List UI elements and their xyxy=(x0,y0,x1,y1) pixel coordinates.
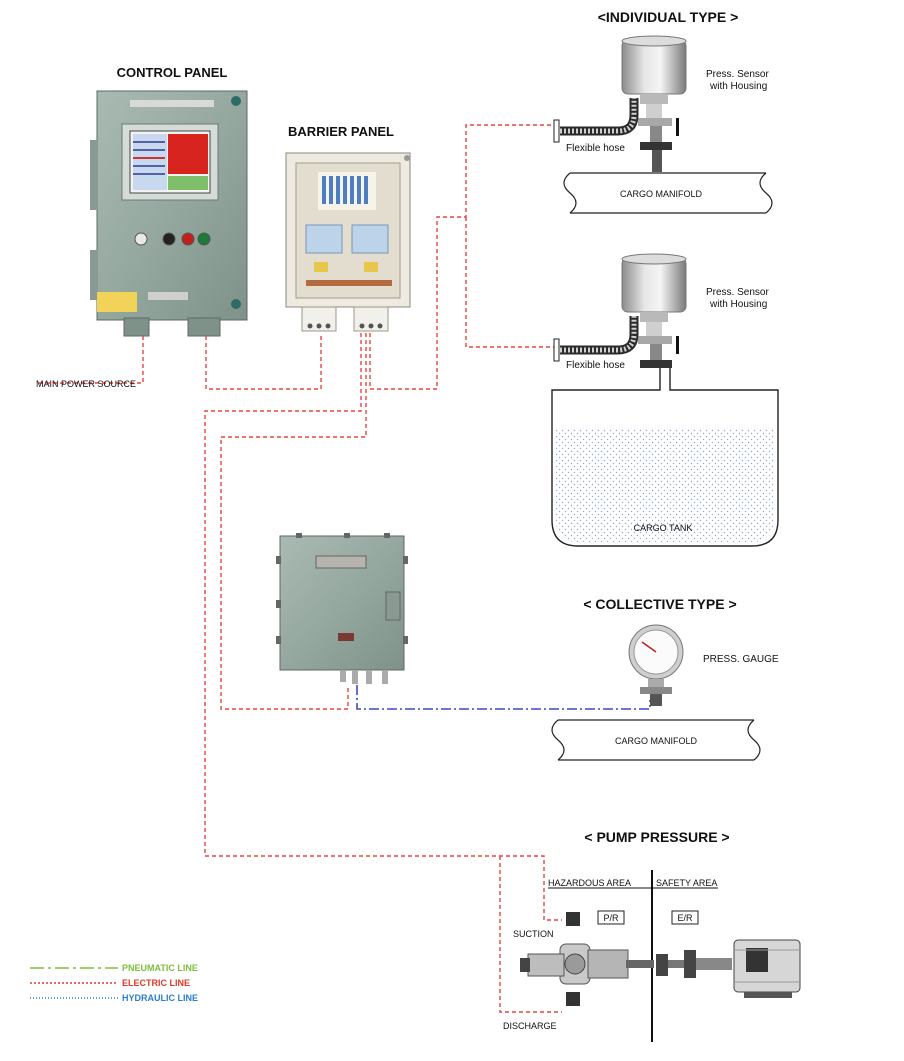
hazardous-area-label: HAZARDOUS AREA xyxy=(548,878,631,888)
discharge-label: DISCHARGE xyxy=(503,1021,557,1031)
cargo-tank xyxy=(551,368,779,547)
suction-transmitter xyxy=(566,912,580,926)
er-label: E/R xyxy=(677,913,693,923)
button-black xyxy=(162,232,176,246)
sensor-2-label-line2: with Housing xyxy=(709,299,767,310)
pr-label: P/R xyxy=(603,913,619,923)
flexible-hose-2-label: Flexible hose xyxy=(566,360,625,371)
discharge-transmitter xyxy=(566,992,580,1006)
safety-area-label: SAFETY AREA xyxy=(656,878,717,888)
indicator-lamp-top xyxy=(231,96,241,106)
pressure-sensor-2 xyxy=(621,253,687,368)
control-panel-enclosure xyxy=(90,90,248,337)
sensor-1-label-line2: with Housing xyxy=(709,81,767,92)
hose-flange-1 xyxy=(553,119,560,143)
flexible-hose-2 xyxy=(560,316,639,355)
legend-hydraulic-label: HYDRAULIC LINE xyxy=(122,993,198,1003)
flexible-hose-1-label: Flexible hose xyxy=(566,143,625,154)
barrier-panel-enclosure xyxy=(285,152,411,332)
screen-red-block xyxy=(168,134,208,174)
collective-type-title: < COLLECTIVE TYPE > xyxy=(583,596,736,612)
pressure-gauge-label: PRESS. GAUGE xyxy=(703,654,779,665)
legend-electric-label: ELECTRIC LINE xyxy=(122,978,190,988)
electric-lines xyxy=(36,124,562,1013)
pressure-gauge xyxy=(628,624,684,706)
cargo-manifold-2 xyxy=(551,719,761,761)
pump-pressure-title: < PUMP PRESSURE > xyxy=(584,829,729,845)
cargo-manifold-1 xyxy=(563,172,773,214)
junction-box xyxy=(276,533,408,684)
sensor-1-label-line1: Press. Sensor xyxy=(706,69,769,80)
sensor-2-label-line1: Press. Sensor xyxy=(706,287,769,298)
cargo-manifold-1-label: CARGO MANIFOLD xyxy=(620,189,703,199)
flexible-hose-1 xyxy=(560,98,639,136)
main-power-source-label: MAIN POWER SOURCE xyxy=(36,379,136,389)
button-white xyxy=(134,232,148,246)
pr-box xyxy=(597,910,625,925)
hydraulic-line xyxy=(356,685,651,710)
individual-type-title: <INDIVIDUAL TYPE > xyxy=(598,9,739,25)
control-panel-title: CONTROL PANEL xyxy=(117,65,228,80)
cargo-tank-label: CARGO TANK xyxy=(634,523,693,533)
pump-assembly xyxy=(520,912,801,1006)
legend-pneumatic-label: PNEUMATIC LINE xyxy=(122,963,198,973)
hose-flange-2 xyxy=(553,338,560,362)
er-box xyxy=(671,910,699,925)
legend: PNEUMATIC LINE ELECTRIC LINE HYDRAULIC L… xyxy=(30,963,198,1003)
button-red xyxy=(181,232,195,246)
cargo-manifold-2-label: CARGO MANIFOLD xyxy=(615,736,698,746)
button-green xyxy=(197,232,211,246)
pressure-sensor-1 xyxy=(621,35,687,172)
indicator-lamp-bottom xyxy=(231,299,241,309)
barrier-panel-title: BARRIER PANEL xyxy=(288,124,394,139)
suction-label: SUCTION xyxy=(513,929,554,939)
